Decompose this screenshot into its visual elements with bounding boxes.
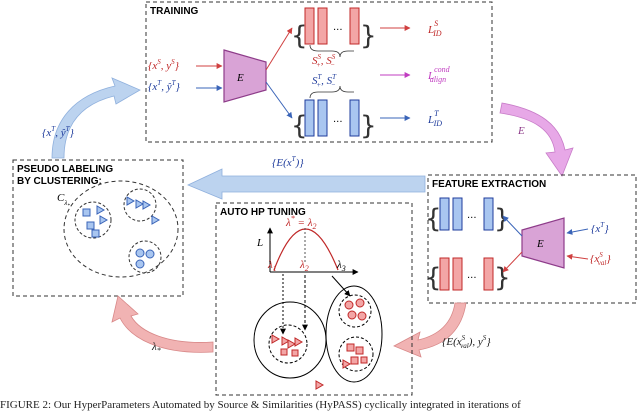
training-input-source: {xS, yS} (148, 58, 180, 72)
svg-text:...: ... (333, 22, 343, 33)
feature-source-stack: ... (439, 257, 494, 291)
feature-extraction-box: FEATURE EXTRACTION { ... } { ... } E {xT… (425, 174, 637, 304)
hp-yaxis-label: L (256, 237, 263, 249)
pseudo-title-line2: BY CLUSTERING: (17, 176, 102, 187)
arrow-training-to-feature: E (499, 102, 574, 177)
training-title: TRAINING (150, 6, 199, 17)
cluster-label: Cλ* (57, 192, 70, 209)
brace-right-source: } (360, 21, 377, 51)
arrow-pseudo-to-training: {xT, ŷT} (42, 77, 141, 159)
hp-title: AUTO HP TUNING (220, 207, 306, 218)
training-encoder-label: E (236, 72, 244, 84)
svg-text:...: ... (467, 210, 477, 221)
svg-text:...: ... (333, 114, 343, 125)
hp-lambda1: λ1 (267, 259, 277, 273)
label-best-lambda: λ* (151, 341, 161, 355)
source-feature-stack: ... (304, 7, 360, 45)
svg-text:...: ... (467, 270, 477, 281)
feature-target-stack: ... (439, 197, 494, 231)
feature-encoder-label: E (536, 238, 544, 250)
feature-encoder-shape (521, 217, 565, 269)
target-triplet-set: ST+, ST− (312, 73, 337, 89)
svg-text:}: } (494, 204, 511, 234)
figure-caption: FIGURE 2: Our HyperParameters Automated … (0, 399, 521, 411)
training-encoder-shape (223, 49, 267, 103)
hp-optimum-label: λ* = λ2 (285, 214, 316, 231)
pseudo-title-line1: PSEUDO LABELING (17, 164, 113, 175)
training-input-target: {xT, ŷT} (148, 79, 180, 93)
label-pseudo-labels: {xT, ŷT} (42, 125, 74, 139)
source-triplet-set: SS+, SS− (312, 53, 336, 69)
label-target-embeddings: {E(xT)} (272, 155, 304, 169)
arrow-hp-to-pseudo: λ* (111, 295, 214, 355)
hp-lambda2: λ2 (299, 259, 309, 273)
pseudo-labeling-box: PSEUDO LABELING BY CLUSTERING: Cλ* (12, 159, 184, 297)
arrow-feature-to-pseudo: {E(xT)} (187, 155, 426, 200)
brace-left-source: { (291, 21, 308, 51)
feature-input-target: {xT} (591, 221, 609, 235)
auto-hp-tuning-box: AUTO HP TUNING L λ* = λ2 λ1 λ2 λ3 (215, 202, 413, 396)
target-feature-stack: ... (304, 99, 360, 137)
brace-right-target: } (360, 111, 377, 141)
svg-text:}: } (494, 263, 511, 293)
svg-text:{: { (425, 263, 442, 293)
feature-title: FEATURE EXTRACTION (432, 179, 546, 190)
brace-left-target: { (291, 111, 308, 141)
hp-lambda3: λ3 (336, 259, 346, 273)
label-encoder-transfer: E (517, 125, 525, 137)
svg-text:{: { (425, 204, 442, 234)
training-box: TRAINING {xS, yS} {xT, ŷT} E { ... } { (145, 1, 493, 143)
